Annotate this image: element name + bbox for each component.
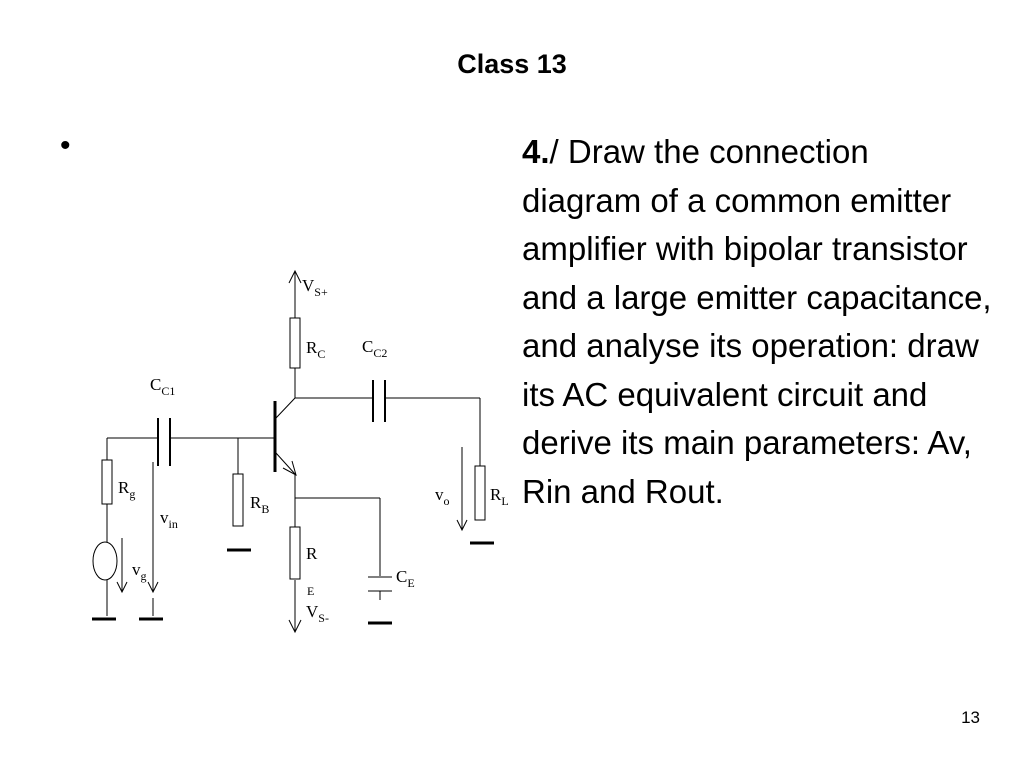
vin-arrow [147, 462, 159, 594]
task-description: 4./ Draw the connection diagram of a com… [522, 128, 992, 516]
cc1-capacitor [157, 418, 171, 466]
ce-capacitor [368, 576, 392, 592]
label-ce: CE [396, 567, 415, 590]
task-body: / Draw the connection diagram of a commo… [522, 133, 992, 510]
label-cc1: CC1 [150, 375, 175, 398]
collector-output-wire [295, 397, 481, 466]
cc2-capacitor [372, 380, 386, 422]
rg-resistor [101, 459, 113, 505]
label-cc2: CC2 [362, 337, 387, 360]
label-vo: vo [435, 485, 450, 508]
rb-resistor [232, 473, 244, 527]
label-rl: RL [490, 485, 509, 508]
task-number: 4. [522, 133, 550, 170]
signal-source [92, 541, 118, 581]
vs-plus-arrow [288, 269, 302, 318]
vo-arrow [456, 447, 468, 532]
bjt-transistor [273, 397, 297, 477]
re-resistor [289, 526, 301, 580]
label-vs-minus: VS- [306, 602, 329, 625]
rl-resistor [474, 465, 486, 521]
rc-resistor [289, 317, 301, 369]
label-rg: Rg [118, 478, 135, 501]
page-number: 13 [961, 708, 980, 727]
label-rc: RC [306, 338, 325, 361]
emitter-capacitor-wire [295, 497, 381, 576]
bullet-marker: • [60, 129, 71, 162]
label-vg: vg [132, 560, 147, 583]
slide-title: Class 13 [457, 49, 567, 79]
base-input-wire [106, 437, 275, 460]
label-vin: vin [160, 508, 178, 531]
label-vs-plus: VS+ [302, 276, 328, 299]
vg-arrow [116, 538, 128, 594]
vs-minus-arrow [288, 580, 302, 634]
label-rb: RB [250, 493, 269, 516]
